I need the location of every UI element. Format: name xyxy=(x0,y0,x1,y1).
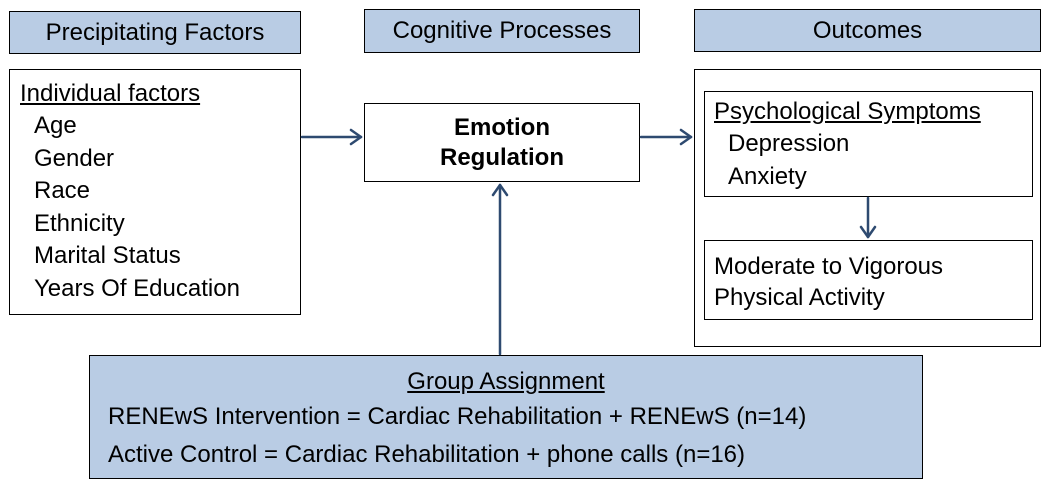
emotion-regulation-line1: Emotion xyxy=(454,113,550,141)
header-cognitive-processes: Cognitive Processes xyxy=(364,9,640,53)
group-intervention-line: RENEwS Intervention = Cardiac Rehabilita… xyxy=(108,403,807,430)
arrow-right-icon xyxy=(300,128,363,146)
individual-factor-item: Ethnicity xyxy=(34,209,125,237)
individual-factor-item: Marital Status xyxy=(34,242,181,269)
physical-activity-line1: Moderate to Vigorous xyxy=(714,253,944,280)
physical-activity-box: Moderate to Vigorous Physical Activity xyxy=(704,240,1033,320)
psychological-symptoms-box: Psychological Symptoms Depression Anxiet… xyxy=(704,91,1033,197)
emotion-regulation-line2: Regulation xyxy=(440,143,564,171)
group-assignment-title: Group Assignment xyxy=(407,368,605,395)
individual-factors-title: Individual factors xyxy=(20,80,201,107)
individual-factor-item: Gender xyxy=(34,144,115,172)
header-precipitating-factors: Precipitating Factors xyxy=(9,11,301,54)
individual-factor-item: Age xyxy=(34,112,77,139)
physical-activity-line2: Physical Activity xyxy=(714,284,885,311)
arrow-right-icon xyxy=(639,128,693,146)
arrow-up-icon xyxy=(491,183,509,356)
group-assignment-box: Group Assignment RENEwS Intervention = C… xyxy=(89,355,923,479)
individual-factor-item: Years Of Education xyxy=(34,274,240,302)
psychological-symptom-item: Depression xyxy=(728,130,850,157)
emotion-regulation-box: Emotion Regulation xyxy=(364,103,640,182)
psychological-symptom-item: Anxiety xyxy=(728,162,807,190)
psychological-symptoms-title: Psychological Symptoms xyxy=(714,98,981,125)
individual-factors-box: Individual factors Age Gender Race Ethni… xyxy=(9,69,301,315)
individual-factor-item: Race xyxy=(34,177,91,204)
header-outcomes: Outcomes xyxy=(694,9,1041,52)
group-control-line: Active Control = Cardiac Rehabilitation … xyxy=(108,441,746,468)
